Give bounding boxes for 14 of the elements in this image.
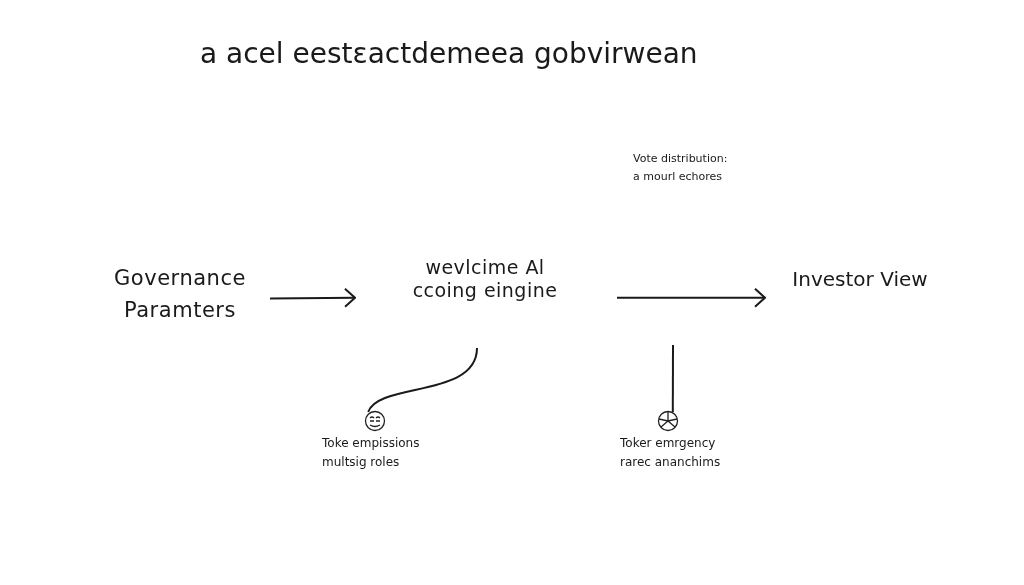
arrow [269, 287, 356, 308]
node-text: Governance Paramters [113, 265, 247, 324]
note-text: a mourl echores [633, 169, 724, 184]
node-text: Toke empissions [322, 435, 421, 452]
node-text: wevlcime Al ccoing eingine [411, 256, 559, 302]
arrow [616, 287, 766, 308]
node-text: Toker emrgency [620, 435, 717, 452]
connector-line [367, 347, 478, 413]
node-text: Investor View [791, 266, 929, 293]
node-text: multsig roles [322, 454, 401, 471]
connector-line [671, 344, 674, 413]
note-text: Vote distribution: [633, 151, 728, 166]
node-text: rarec ananchims [620, 454, 722, 471]
title: a acel eestεactdemeea gobvirwean [200, 36, 698, 72]
